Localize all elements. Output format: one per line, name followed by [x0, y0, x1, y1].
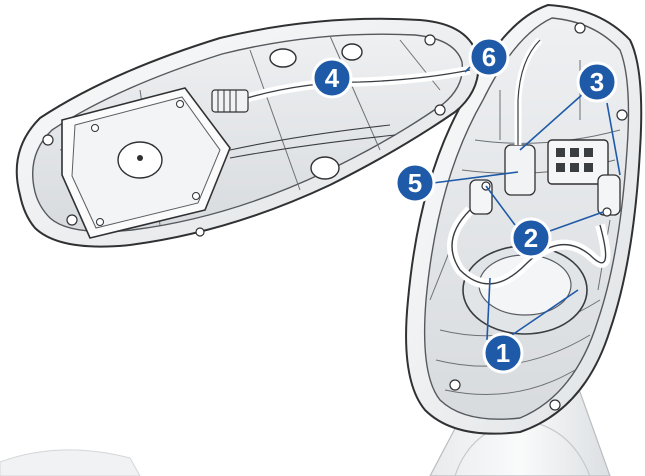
callout-3: 3 [576, 61, 618, 103]
callout-6: 6 [468, 36, 510, 78]
callout-1-number: 1 [496, 338, 510, 368]
callout-3-number: 3 [590, 67, 604, 97]
electronics-module [61, 87, 249, 239]
leader-lines [432, 66, 621, 341]
callout-2-number: 2 [524, 223, 538, 253]
callout-6-number: 6 [482, 42, 496, 72]
callout-5-number: 5 [408, 168, 422, 198]
callout-2: 2 [510, 217, 552, 259]
callout-4-number: 4 [325, 63, 340, 93]
callout-4: 4 [311, 57, 353, 99]
callout-5: 5 [394, 162, 436, 204]
callout-1: 1 [482, 332, 524, 374]
